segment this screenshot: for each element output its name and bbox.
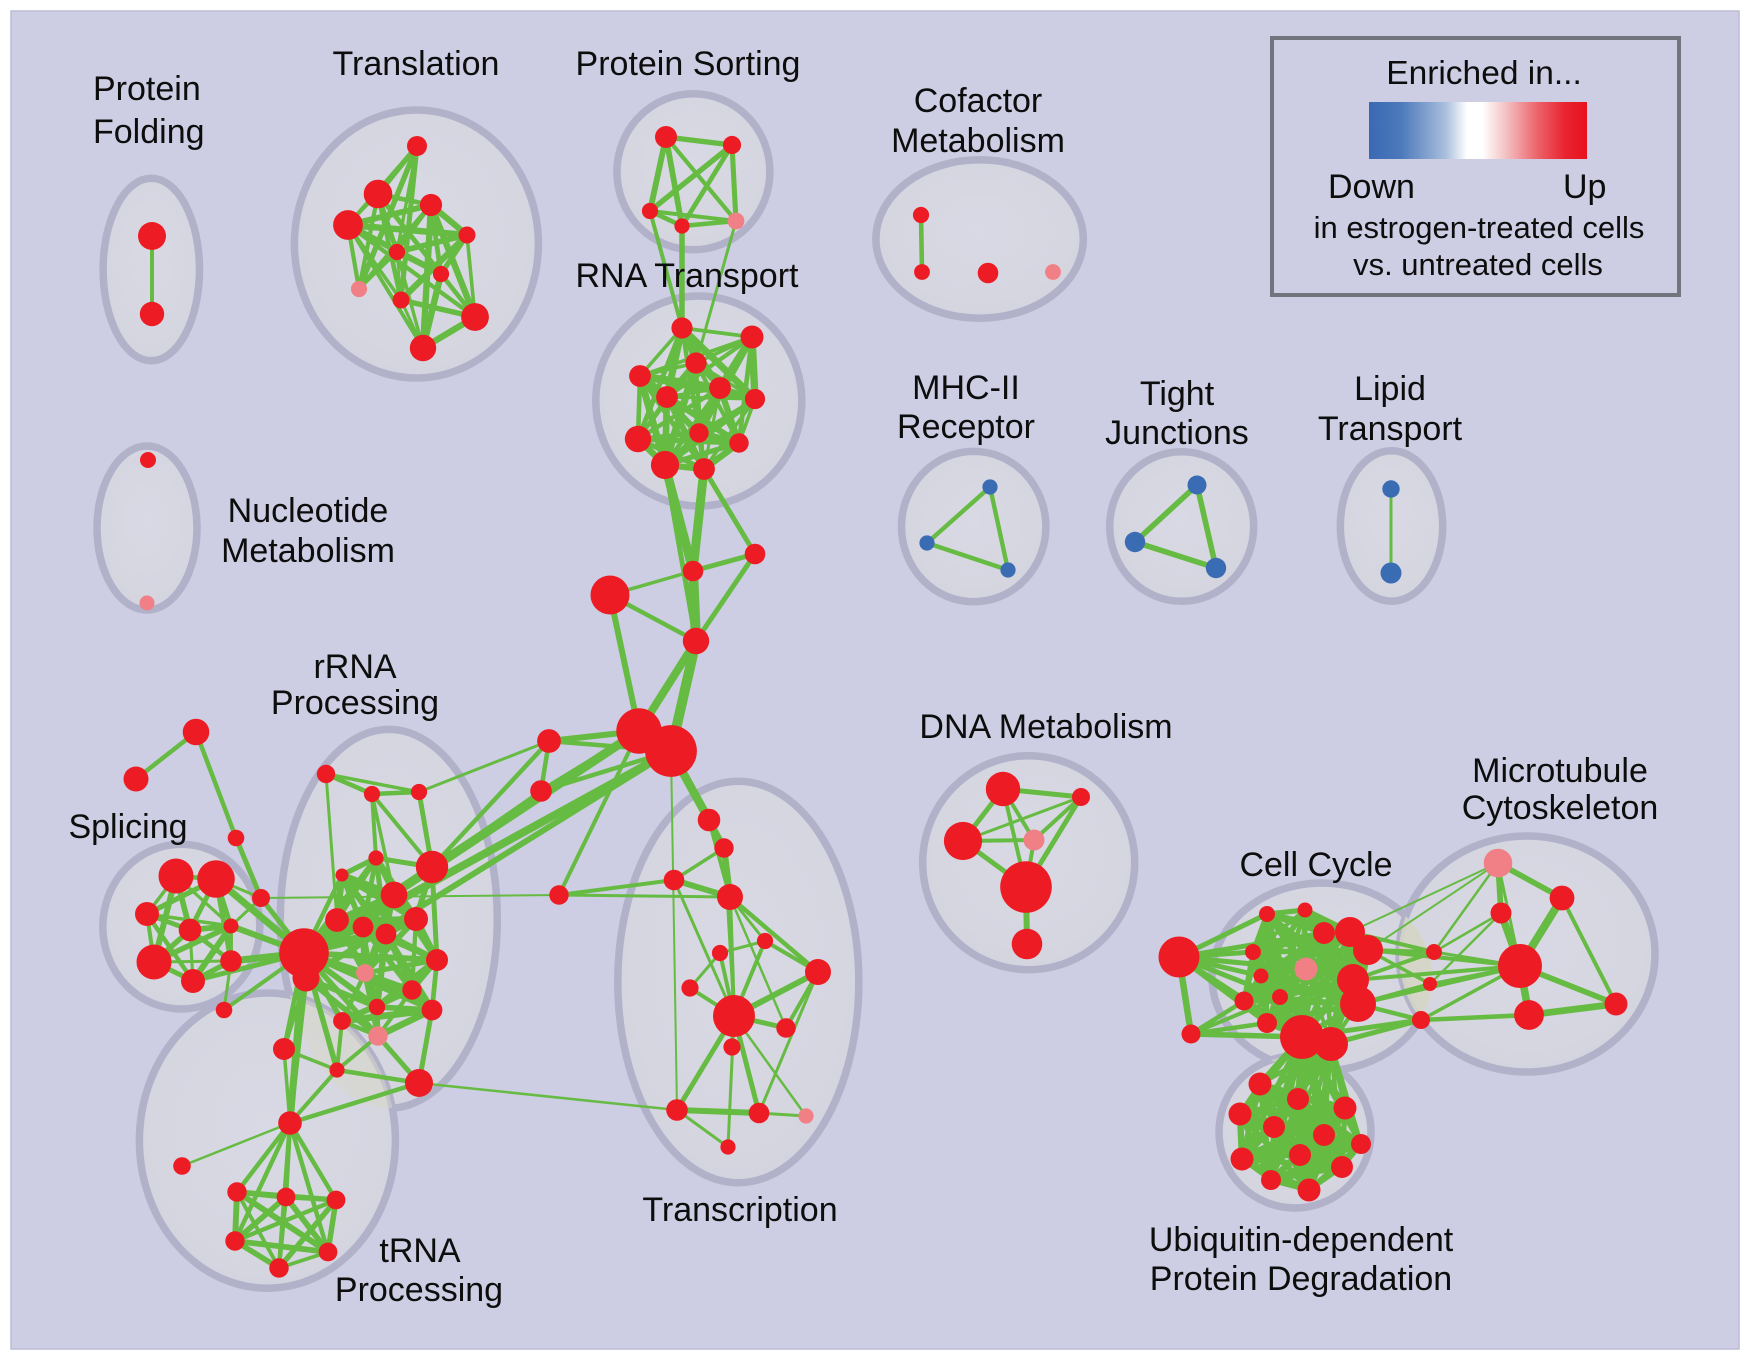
- svg-text:Receptor: Receptor: [897, 408, 1035, 446]
- svg-text:Processing: Processing: [335, 1271, 503, 1309]
- svg-text:Cell Cycle: Cell Cycle: [1239, 846, 1392, 884]
- svg-text:Cofactor: Cofactor: [914, 82, 1043, 120]
- svg-text:rRNA: rRNA: [313, 648, 396, 686]
- svg-text:DNA Metabolism: DNA Metabolism: [919, 708, 1172, 746]
- svg-text:Cytoskeleton: Cytoskeleton: [1462, 789, 1659, 827]
- svg-text:Metabolism: Metabolism: [221, 532, 395, 570]
- svg-text:Junctions: Junctions: [1105, 414, 1249, 452]
- svg-text:tRNA: tRNA: [379, 1232, 461, 1270]
- svg-text:Protein Degradation: Protein Degradation: [1150, 1260, 1452, 1298]
- svg-text:Microtubule: Microtubule: [1472, 752, 1648, 790]
- svg-text:Down: Down: [1328, 168, 1415, 206]
- svg-text:Transcription: Transcription: [642, 1191, 837, 1229]
- svg-text:Lipid: Lipid: [1354, 370, 1426, 408]
- svg-text:Tight: Tight: [1140, 375, 1215, 413]
- svg-text:Ubiquitin-dependent: Ubiquitin-dependent: [1149, 1221, 1454, 1259]
- svg-text:Up: Up: [1563, 168, 1606, 206]
- svg-text:Transport: Transport: [1318, 410, 1463, 448]
- svg-text:Folding: Folding: [93, 113, 205, 151]
- svg-text:Enriched in...: Enriched in...: [1386, 55, 1582, 92]
- svg-text:MHC-II: MHC-II: [912, 369, 1020, 407]
- svg-text:vs. untreated cells: vs. untreated cells: [1353, 247, 1603, 282]
- svg-text:Metabolism: Metabolism: [891, 122, 1065, 160]
- svg-text:in estrogen-treated cells: in estrogen-treated cells: [1314, 210, 1645, 245]
- svg-text:Nucleotide: Nucleotide: [228, 492, 389, 530]
- svg-text:Translation: Translation: [333, 45, 500, 83]
- svg-text:Splicing: Splicing: [68, 808, 187, 846]
- svg-text:Protein: Protein: [93, 70, 201, 108]
- svg-text:Processing: Processing: [271, 684, 439, 722]
- svg-text:RNA Transport: RNA Transport: [576, 257, 800, 295]
- svg-text:Protein Sorting: Protein Sorting: [576, 45, 801, 83]
